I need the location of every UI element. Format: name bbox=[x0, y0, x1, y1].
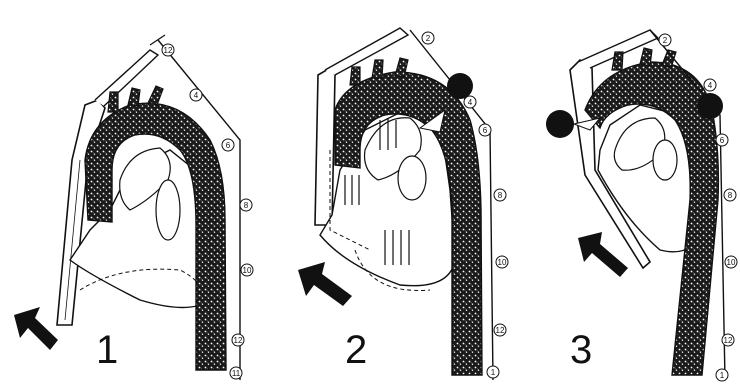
arrow-icon-3 bbox=[578, 232, 628, 277]
svg-text:11: 11 bbox=[232, 369, 241, 378]
svg-text:6: 6 bbox=[483, 126, 488, 135]
svg-text:1: 1 bbox=[491, 368, 496, 377]
svg-text:10: 10 bbox=[727, 258, 736, 267]
svg-text:12: 12 bbox=[234, 336, 243, 345]
svg-text:4: 4 bbox=[468, 98, 473, 107]
svg-text:2: 2 bbox=[426, 34, 431, 43]
svg-text:8: 8 bbox=[498, 191, 503, 200]
svg-text:12: 12 bbox=[496, 326, 505, 335]
svg-text:4: 4 bbox=[708, 81, 713, 90]
svg-text:6: 6 bbox=[226, 141, 231, 150]
occlusion-dot-3a bbox=[546, 110, 574, 138]
arrow-icon-2 bbox=[298, 262, 352, 306]
panel-label-3: 3 bbox=[570, 330, 592, 370]
svg-text:8: 8 bbox=[244, 201, 249, 210]
svg-text:2: 2 bbox=[663, 36, 668, 45]
arrow-icon-1 bbox=[14, 307, 58, 350]
svg-text:10: 10 bbox=[498, 258, 507, 267]
svg-text:6: 6 bbox=[720, 136, 725, 145]
occlusion-dot-2 bbox=[447, 73, 473, 99]
svg-text:8: 8 bbox=[728, 191, 733, 200]
sternum-2 bbox=[315, 68, 335, 225]
svg-text:1: 1 bbox=[720, 371, 725, 380]
svg-text:4: 4 bbox=[194, 91, 199, 100]
svg-text:12: 12 bbox=[164, 46, 173, 55]
panel-label-2: 2 bbox=[345, 330, 367, 370]
svg-text:12: 12 bbox=[724, 336, 733, 345]
panel-2: 2 4 6 8 10 12 1 bbox=[298, 28, 508, 380]
panel-1: 12 4 6 8 10 12 11 bbox=[14, 35, 253, 380]
occlusion-dot-3b bbox=[697, 93, 723, 119]
svg-text:10: 10 bbox=[243, 266, 252, 275]
panel-label-1: 1 bbox=[96, 330, 118, 370]
